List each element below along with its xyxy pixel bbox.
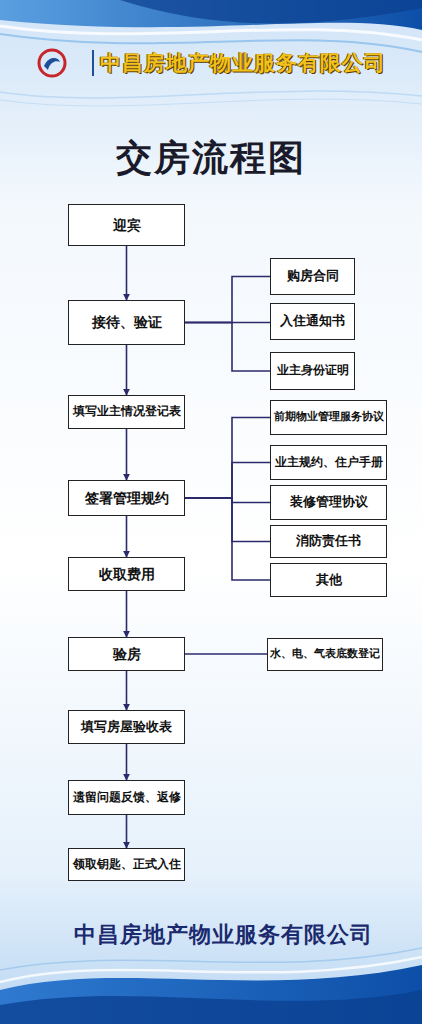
bottom-swoosh xyxy=(0,957,422,982)
flow-arrow xyxy=(126,591,128,637)
box-text: 签署管理规约 xyxy=(85,490,169,506)
diagram-title: 交房流程图 xyxy=(0,134,422,183)
process-box: 验房 xyxy=(68,637,185,671)
process-box: 接待、验证 xyxy=(68,300,185,345)
box-text: 购房合同 xyxy=(287,269,339,284)
document-box: 入住通知书 xyxy=(270,303,355,340)
branch-line xyxy=(185,463,270,499)
top-swoosh xyxy=(0,34,422,52)
process-box: 遗留问题反馈、返修 xyxy=(68,780,185,815)
bottom-wave xyxy=(0,965,422,1024)
branch-line xyxy=(185,323,270,372)
branch-line xyxy=(185,498,270,580)
document-box: 业主规约、住户手册 xyxy=(270,445,387,480)
document-box: 购房合同 xyxy=(270,258,355,295)
header-separator xyxy=(92,50,94,76)
header-company-name: 中昌房地产物业服务有限公司 xyxy=(100,49,386,77)
box-text: 填写业主情况登记表 xyxy=(73,405,181,419)
document-box: 装修管理协议 xyxy=(270,485,387,520)
bottom-swoosh xyxy=(0,948,422,970)
branch-line xyxy=(185,653,267,655)
box-text: 业主规约、住户手册 xyxy=(275,456,383,469)
document-box: 前期物业管理服务协议 xyxy=(270,400,387,435)
company-logo xyxy=(39,50,65,76)
branch-line xyxy=(185,277,270,323)
box-text: 其他 xyxy=(316,573,342,587)
process-box: 填写业主情况登记表 xyxy=(68,395,185,429)
box-text: 接待、验证 xyxy=(92,314,162,330)
process-box: 签署管理规约 xyxy=(68,480,185,516)
document-box: 其他 xyxy=(270,563,387,597)
top-swoosh xyxy=(0,99,422,106)
top-swoosh xyxy=(0,91,422,98)
branch-line xyxy=(185,418,270,499)
logo-mark xyxy=(44,58,60,70)
logo-ring xyxy=(39,50,65,76)
flow-arrow xyxy=(126,815,128,848)
flow-arrow xyxy=(126,744,128,780)
box-text: 验房 xyxy=(113,646,141,662)
process-box: 填写房屋验收表 xyxy=(68,710,185,744)
branch-line xyxy=(185,498,270,542)
flow-arrow xyxy=(126,246,128,300)
box-text: 业主身份证明 xyxy=(277,364,349,378)
box-text: 入住通知书 xyxy=(280,314,345,329)
box-text: 遗留问题反馈、返修 xyxy=(73,791,181,805)
top-wave xyxy=(0,0,422,30)
document-box: 消防责任书 xyxy=(270,525,387,558)
document-box: 水、电、气表底数登记 xyxy=(267,638,383,671)
box-text: 填写房屋验收表 xyxy=(81,720,172,734)
box-text: 领取钥匙、正式入住 xyxy=(73,858,181,872)
top-swoosh xyxy=(0,26,422,40)
box-text: 迎宾 xyxy=(113,217,141,233)
box-text: 水、电、气表底数登记 xyxy=(270,648,380,661)
box-text: 收取费用 xyxy=(99,566,155,582)
branch-line xyxy=(185,322,270,324)
flow-arrow xyxy=(126,516,128,557)
process-box: 领取钥匙、正式入住 xyxy=(68,848,185,881)
bottom-wave xyxy=(0,990,422,1024)
box-text: 前期物业管理服务协议 xyxy=(274,411,384,424)
flow-arrow xyxy=(126,345,128,395)
document-box: 业主身份证明 xyxy=(270,352,355,390)
top-wave xyxy=(120,0,422,24)
box-text: 消防责任书 xyxy=(296,534,361,548)
process-box: 收取费用 xyxy=(68,557,185,591)
footer-company-name: 中昌房地产物业服务有限公司 xyxy=(74,920,373,949)
process-box: 迎宾 xyxy=(68,204,185,246)
branch-line xyxy=(185,498,270,503)
flow-arrow xyxy=(126,671,128,710)
flow-arrow xyxy=(126,429,128,480)
box-text: 装修管理协议 xyxy=(290,495,368,509)
